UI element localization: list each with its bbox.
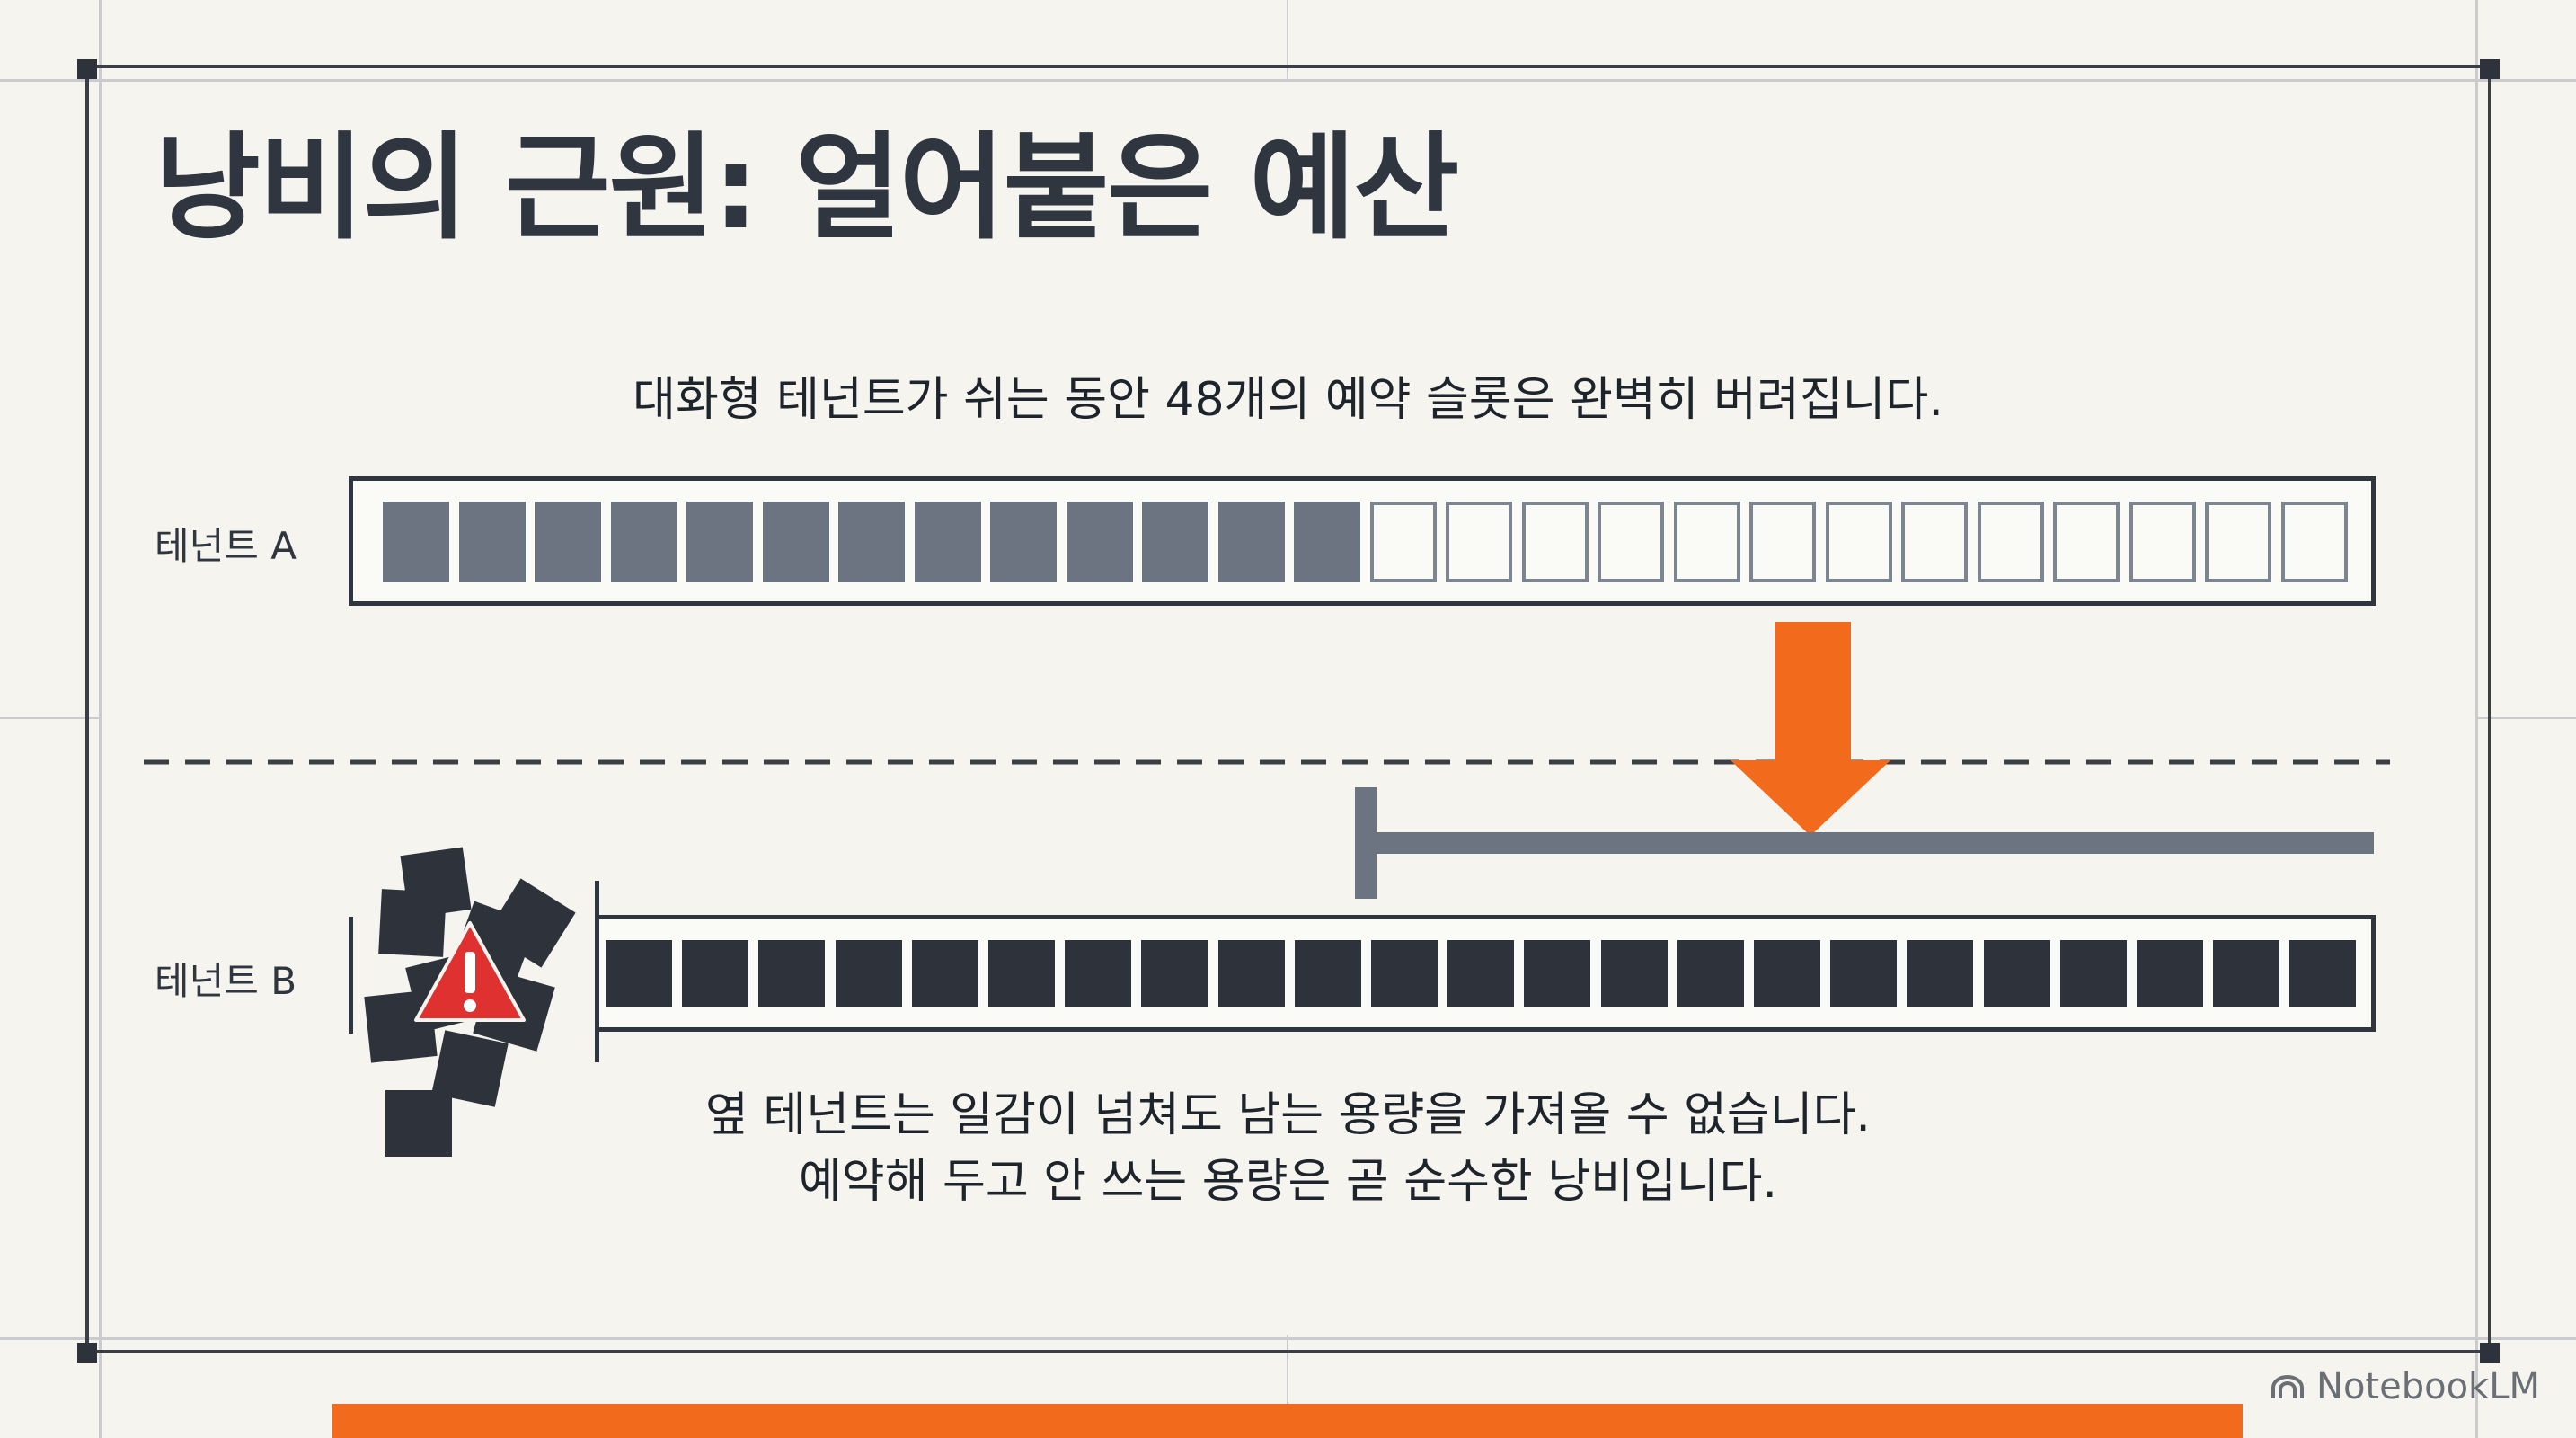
tenant-a-track xyxy=(349,476,2376,606)
slot-full xyxy=(606,940,672,1007)
tenant-b-left-bar xyxy=(349,917,353,1034)
slot-empty xyxy=(2053,502,2120,582)
down-arrow-head xyxy=(1731,760,1890,836)
slot-empty xyxy=(1901,502,1968,582)
slot-full xyxy=(1217,940,1285,1007)
tenant-b-label: 테넌트 B xyxy=(155,959,297,1003)
corner-mark xyxy=(2480,59,2500,79)
slot-used xyxy=(535,502,601,582)
slot-empty xyxy=(2205,502,2271,582)
overflow-block xyxy=(364,990,438,1063)
brand-label: NotebookLM xyxy=(2316,1366,2540,1407)
slot-full xyxy=(1447,940,1515,1007)
slot-full xyxy=(1907,940,1974,1007)
slot-full xyxy=(2289,940,2357,1007)
notebooklm-logo: NotebookLM xyxy=(2270,1366,2540,1407)
slot-full xyxy=(2059,940,2127,1007)
slot-empty xyxy=(1369,502,1437,582)
slot-full xyxy=(1294,940,1361,1007)
grid-line xyxy=(1287,0,1288,79)
slot-full xyxy=(1065,940,1132,1007)
slot-used xyxy=(610,502,677,582)
grid-line xyxy=(99,0,102,1438)
slot-full xyxy=(1141,940,1208,1007)
warning-icon-dot xyxy=(464,999,476,1012)
page-title: 낭비의 근원: 얼어붙은 예산 xyxy=(155,121,1459,255)
top-caption: 대화형 테넌트가 쉬는 동안 48개의 예약 슬롯은 완벽히 버려집니다. xyxy=(633,373,1943,427)
bottom-caption-1: 옆 테넌트는 일감이 넘쳐도 남는 용량을 가져올 수 없습니다. xyxy=(705,1088,1871,1142)
grid-line xyxy=(85,65,2492,68)
slot-full xyxy=(1983,940,2050,1007)
slot-empty xyxy=(1825,502,1892,582)
tenant-b-bracket-bottom xyxy=(595,1026,599,1062)
slot-empty xyxy=(1521,502,1589,582)
grid-line xyxy=(85,65,89,1352)
slot-used xyxy=(458,502,526,582)
slot-full xyxy=(1677,940,1744,1007)
grid-line xyxy=(2475,0,2478,1438)
grid-line xyxy=(2488,65,2491,1352)
tenant-b-bracket-top xyxy=(595,881,599,917)
grid-line xyxy=(85,1350,2492,1353)
grid-line xyxy=(2475,717,2576,719)
slot-empty xyxy=(2129,502,2196,582)
slot-used xyxy=(914,502,981,582)
bottom-caption-2: 예약해 두고 안 쓰는 용량은 곧 순수한 낭비입니다. xyxy=(798,1155,1778,1209)
slot-full xyxy=(1600,940,1668,1007)
slot-full xyxy=(2137,940,2203,1007)
overflow-pile xyxy=(364,847,576,1157)
corner-mark xyxy=(2480,1343,2500,1363)
capacity-bracket-end xyxy=(1355,787,1377,899)
slot-full xyxy=(1524,940,1591,1007)
slot-empty xyxy=(1673,502,1740,582)
slot-full xyxy=(1754,940,1820,1007)
slot-empty xyxy=(1446,502,1512,582)
grid-line xyxy=(0,1337,2576,1340)
overflow-block xyxy=(385,1090,452,1157)
slot-full xyxy=(988,940,1055,1007)
grid-line xyxy=(0,717,99,719)
slot-used xyxy=(838,502,905,582)
tenant-a-label: 테넌트 A xyxy=(155,524,297,568)
slot-empty xyxy=(1977,502,2044,582)
bottom-orange-bar xyxy=(332,1404,2243,1438)
notebooklm-icon xyxy=(2271,1375,2305,1398)
slot-empty xyxy=(1749,502,1816,582)
slot-used xyxy=(1066,502,1133,582)
slot-full xyxy=(1371,940,1438,1007)
grid-line xyxy=(0,79,2576,82)
slot-empty xyxy=(2280,502,2348,582)
slot-used xyxy=(1142,502,1208,582)
slot-full xyxy=(682,940,749,1007)
slot-used xyxy=(990,502,1057,582)
slot-used xyxy=(762,502,829,582)
down-arrow-shaft xyxy=(1775,622,1851,766)
capacity-bracket-bar xyxy=(1355,832,2374,854)
grid-line xyxy=(1287,1335,1288,1438)
slot-used xyxy=(383,502,449,582)
slot-full xyxy=(758,940,826,1007)
corner-mark xyxy=(77,59,97,79)
overflow-block xyxy=(431,1030,509,1107)
slot-used xyxy=(1294,502,1360,582)
slot-full xyxy=(835,940,902,1007)
tenant-b-track xyxy=(595,915,2376,1032)
slot-full xyxy=(2213,940,2280,1007)
slot-used xyxy=(686,502,753,582)
slot-empty xyxy=(1598,502,1664,582)
overflow-block xyxy=(378,889,447,957)
corner-mark xyxy=(77,1343,97,1363)
slot-full xyxy=(911,940,978,1007)
warning-icon-bar xyxy=(465,952,475,993)
slot-used xyxy=(1217,502,1285,582)
slot-full xyxy=(1830,940,1898,1007)
